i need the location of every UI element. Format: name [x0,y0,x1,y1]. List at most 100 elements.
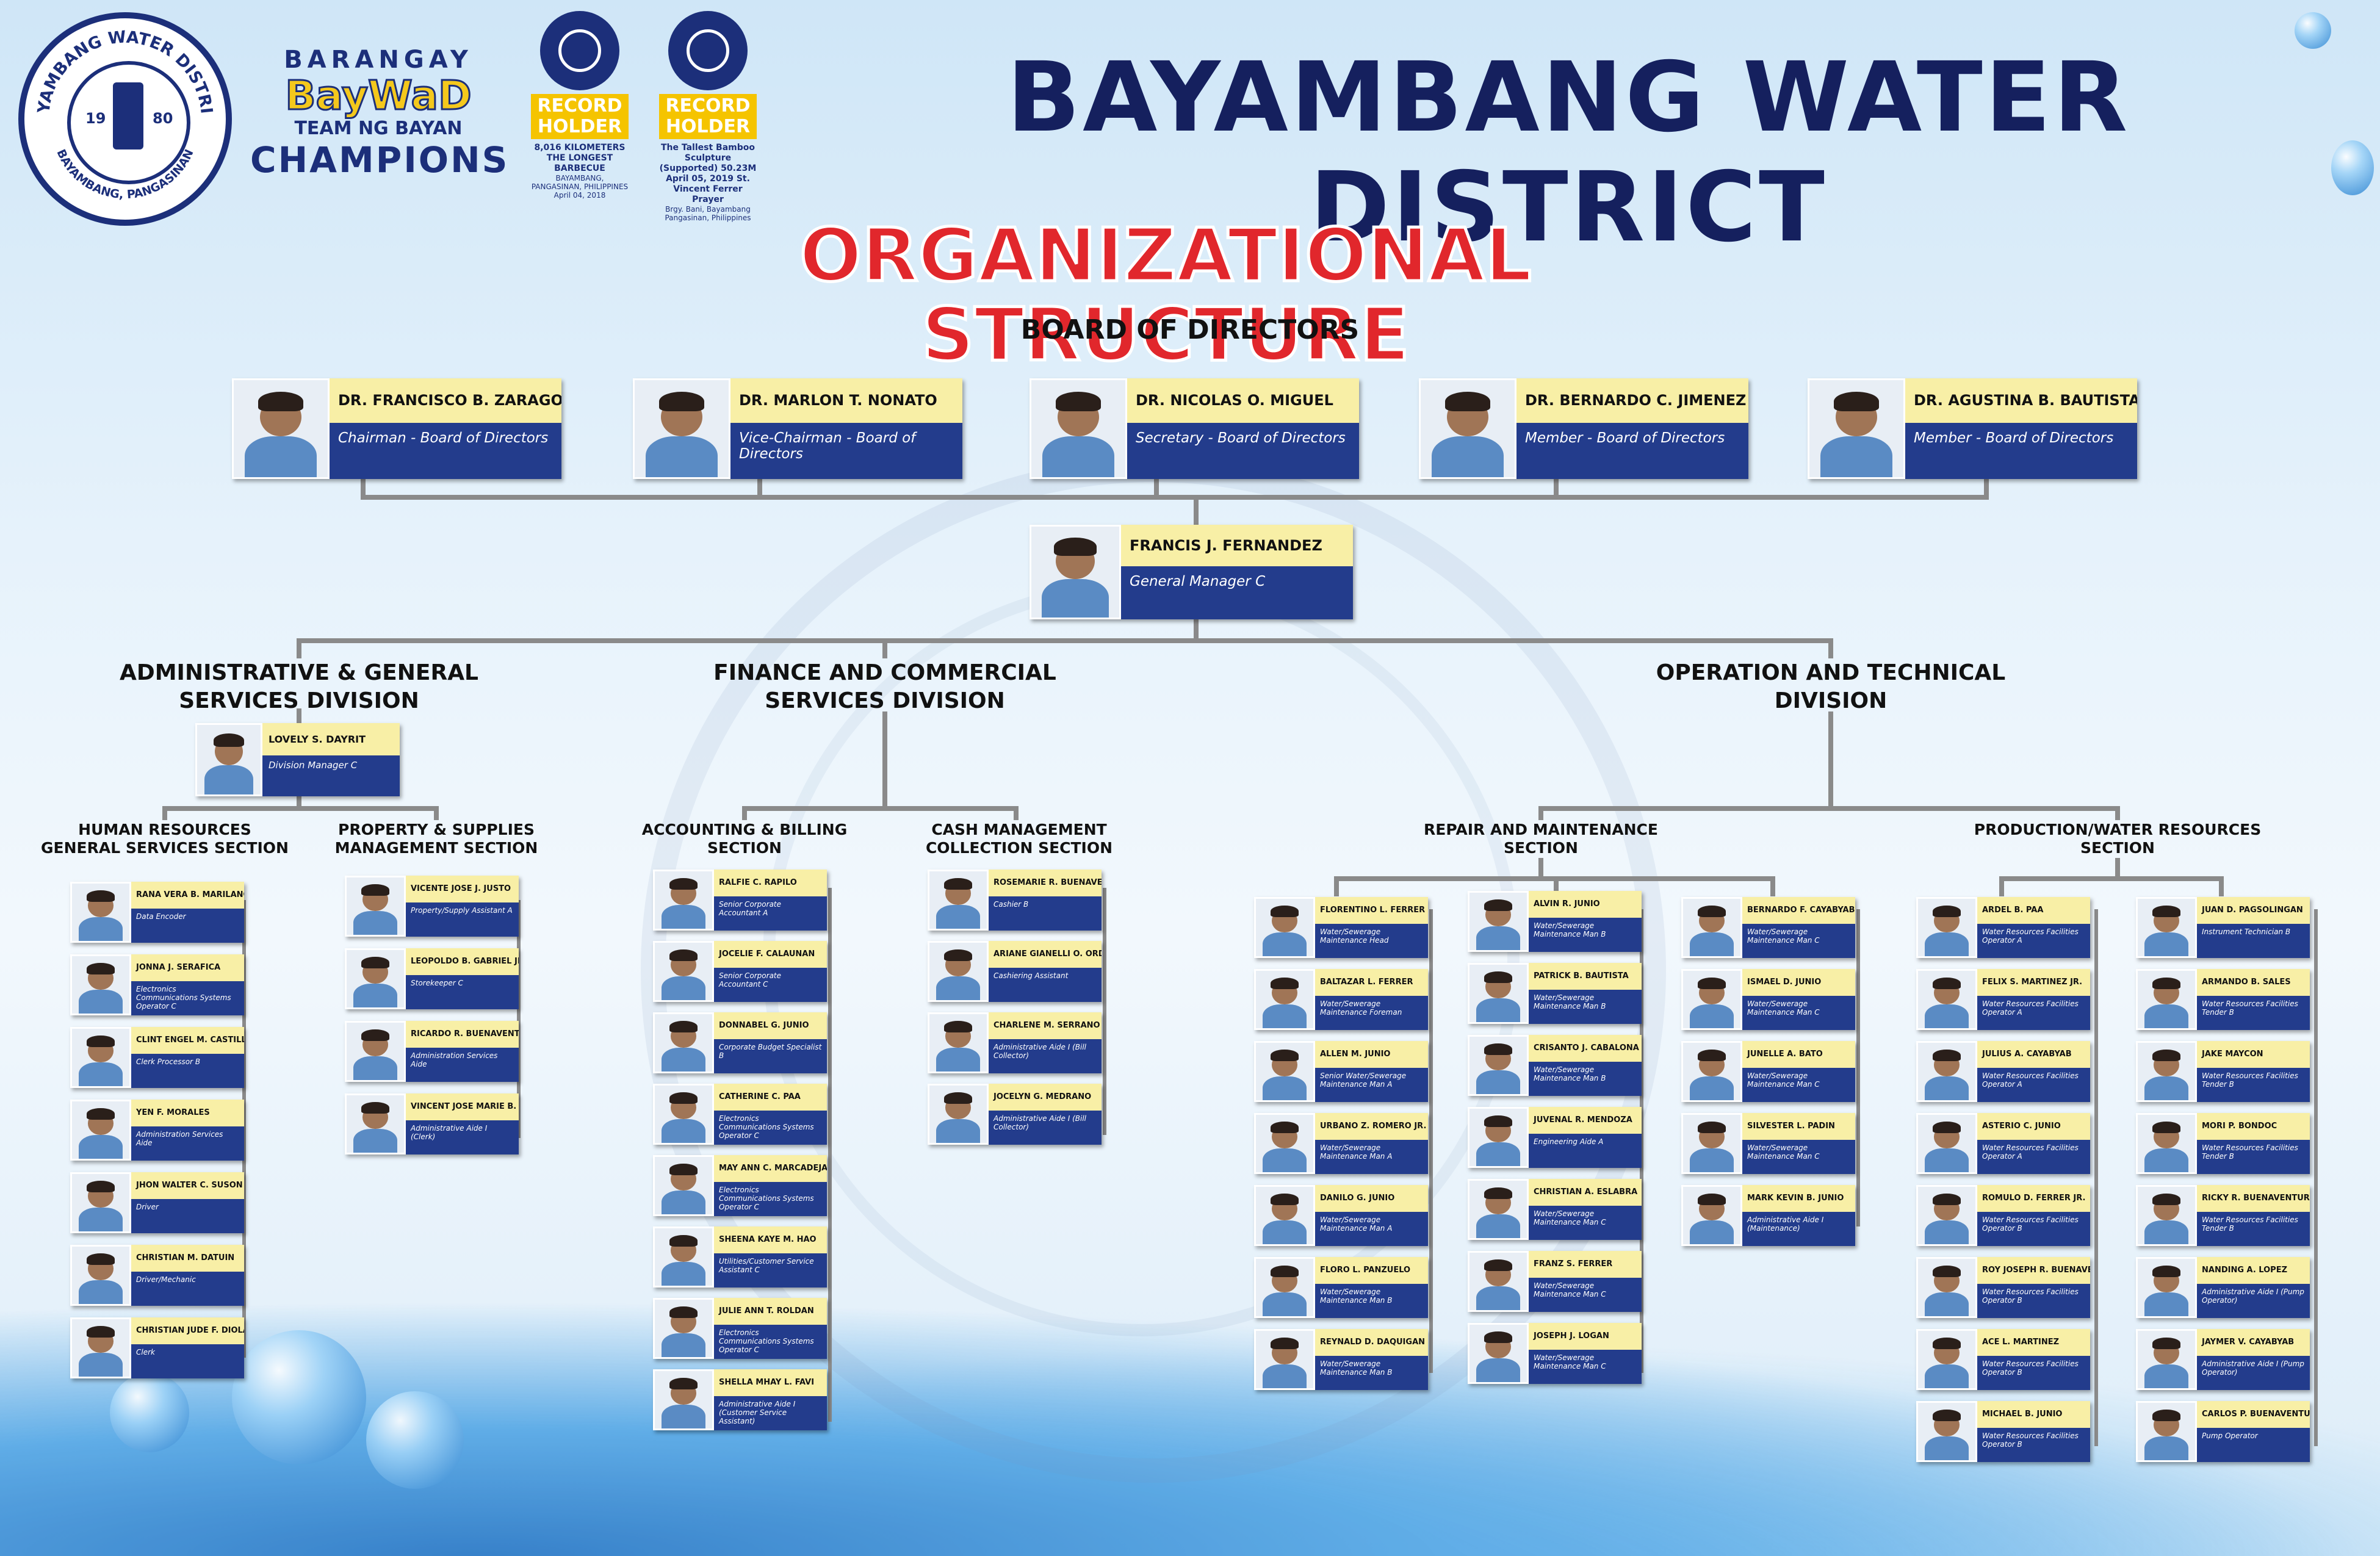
profile-photo [1681,1185,1742,1246]
chart-subtitle: ORGANIZATIONAL STRUCTURE [798,214,1534,378]
person-name: SHELLA MHAY L. FAVI [714,1369,827,1396]
profile-photo [1916,1185,1977,1246]
division-finance-title: FINANCE AND COMMERCIAL SERVICES DIVISION [713,660,1056,713]
section-cash-title: CASH MANAGEMENT COLLECTION SECTION [925,821,1113,857]
person-name: ARMANDO B. SALES [2197,969,2310,996]
staff-card: RICARDO R. BUENAVENTURAAdministration Se… [345,1021,519,1082]
profile-photo [1254,1257,1315,1318]
person-name: DR. NICOLAS O. MIGUEL [1127,378,1359,423]
person-name: JONNA J. SERAFICA [131,954,244,981]
bwd-logo: BAYAMBANG WATER DISTRICT BAYAMBANG, PANG… [18,12,232,226]
profile-photo [1916,1113,1977,1174]
profile-photo [345,1093,406,1154]
profile-photo [1468,891,1529,952]
profile-photo [1916,1041,1977,1102]
person-name: PATRICK B. BAUTISTA [1529,963,1642,990]
water-drop-decoration [366,1391,464,1489]
person-name: ARDEL B. PAA [1977,897,2090,924]
person-name: ARIANE GIANELLI O. ORDUÑA [989,941,1102,968]
person-name: RICKY R. BUENAVENTURA [2197,1185,2310,1212]
person-name: JAYMER V. CAYABYAB [2197,1329,2310,1356]
record-holder-label: RECORD HOLDER [531,94,629,139]
person-name: DR. MARLON T. NONATO [730,378,962,423]
profile-photo [70,1027,131,1088]
person-position: Cashier B [989,896,1102,931]
person-position: Water/Sewerage Maintenance Man C [1529,1278,1642,1312]
profile-photo [2136,1041,2197,1102]
person-name: LOVELY S. DAYRIT [262,723,400,755]
profile-photo [1254,1329,1315,1390]
profile-photo [1916,897,1977,958]
person-position: Administrative Aide I (Pump Operator) [2197,1284,2310,1318]
person-name: DR. FRANCISCO B. ZARAGOZA [330,378,561,423]
person-name: DR. AGUSTINA B. BAUTISTA [1905,378,2137,423]
profile-photo [1254,1185,1315,1246]
profile-photo [1681,1041,1742,1102]
person-position: Electronics Communications Systems Opera… [714,1111,827,1145]
person-name: FRANCIS J. FERNANDEZ [1121,525,1353,566]
person-position: Water/Sewerage Maintenance Man C [1742,1140,1855,1174]
person-position: Driver/Mechanic [131,1272,244,1306]
person-name: BERNARDO F. CAYABYAB JR. [1742,897,1855,924]
person-position: Administrative Aide I (Maintenance) [1742,1212,1855,1246]
staff-card: ROSEMARIE R. BUENAVENTURACashier B [928,870,1102,931]
person-name: DONNABEL G. JUNIO [714,1012,827,1039]
guinness-seal-icon [540,11,619,90]
person-position: Water/Sewerage Maintenance Man A [1315,1212,1428,1246]
profile-photo [1808,378,1905,479]
record-sub: Brgy. Bani, Bayambang Pangasinan, Philip… [665,205,751,222]
person-position: Electronics Communications Systems Opera… [131,981,244,1015]
profile-photo [928,941,989,1002]
profile-photo [2136,1185,2197,1246]
guinness-record-badge: RECORD HOLDER 8,016 KILOMETERS THE LONGE… [531,11,629,200]
staff-card: BERNARDO F. CAYABYAB JR.Water/Sewerage M… [1681,897,1855,958]
person-name: YEN F. MORALES [131,1100,244,1126]
profile-photo [653,1369,714,1430]
person-name: JUVENAL R. MENDOZA [1529,1107,1642,1134]
person-position: Member - Board of Directors [1516,423,1748,479]
person-position: Water/Sewerage Maintenance Man B [1529,1062,1642,1096]
water-drop-decoration [110,1373,189,1452]
person-name: ACE L. MARTINEZ [1977,1329,2090,1356]
profile-photo [1468,1035,1529,1096]
person-name: CHRISTIAN A. ESLABRA [1529,1179,1642,1206]
person-name: VINCENT JOSE MARIE B. JUSTO [406,1093,519,1120]
profile-photo [653,1226,714,1288]
profile-photo [1468,1323,1529,1384]
staff-card: ROMULO D. FERRER JR.Water Resources Faci… [1916,1185,2090,1246]
section-hr-title: HUMAN RESOURCES GENERAL SERVICES SECTION [41,821,289,857]
person-name: ALVIN R. JUNIO [1529,891,1642,918]
person-name: LEOPOLDO B. GABRIEL JR. [406,948,519,975]
profile-photo [2136,1113,2197,1174]
logo-year-left: 19 [85,110,106,127]
person-position: Water/Sewerage Maintenance Man B [1529,990,1642,1024]
profile-photo [2136,897,2197,958]
profile-photo [653,941,714,1002]
person-position: Vice-Chairman - Board of Directors [730,423,962,479]
profile-photo [232,378,330,479]
person-name: CRISANTO J. CABALONA [1529,1035,1642,1062]
profile-photo [653,1012,714,1073]
water-drop-decoration [232,1330,366,1464]
profile-photo [653,1298,714,1359]
